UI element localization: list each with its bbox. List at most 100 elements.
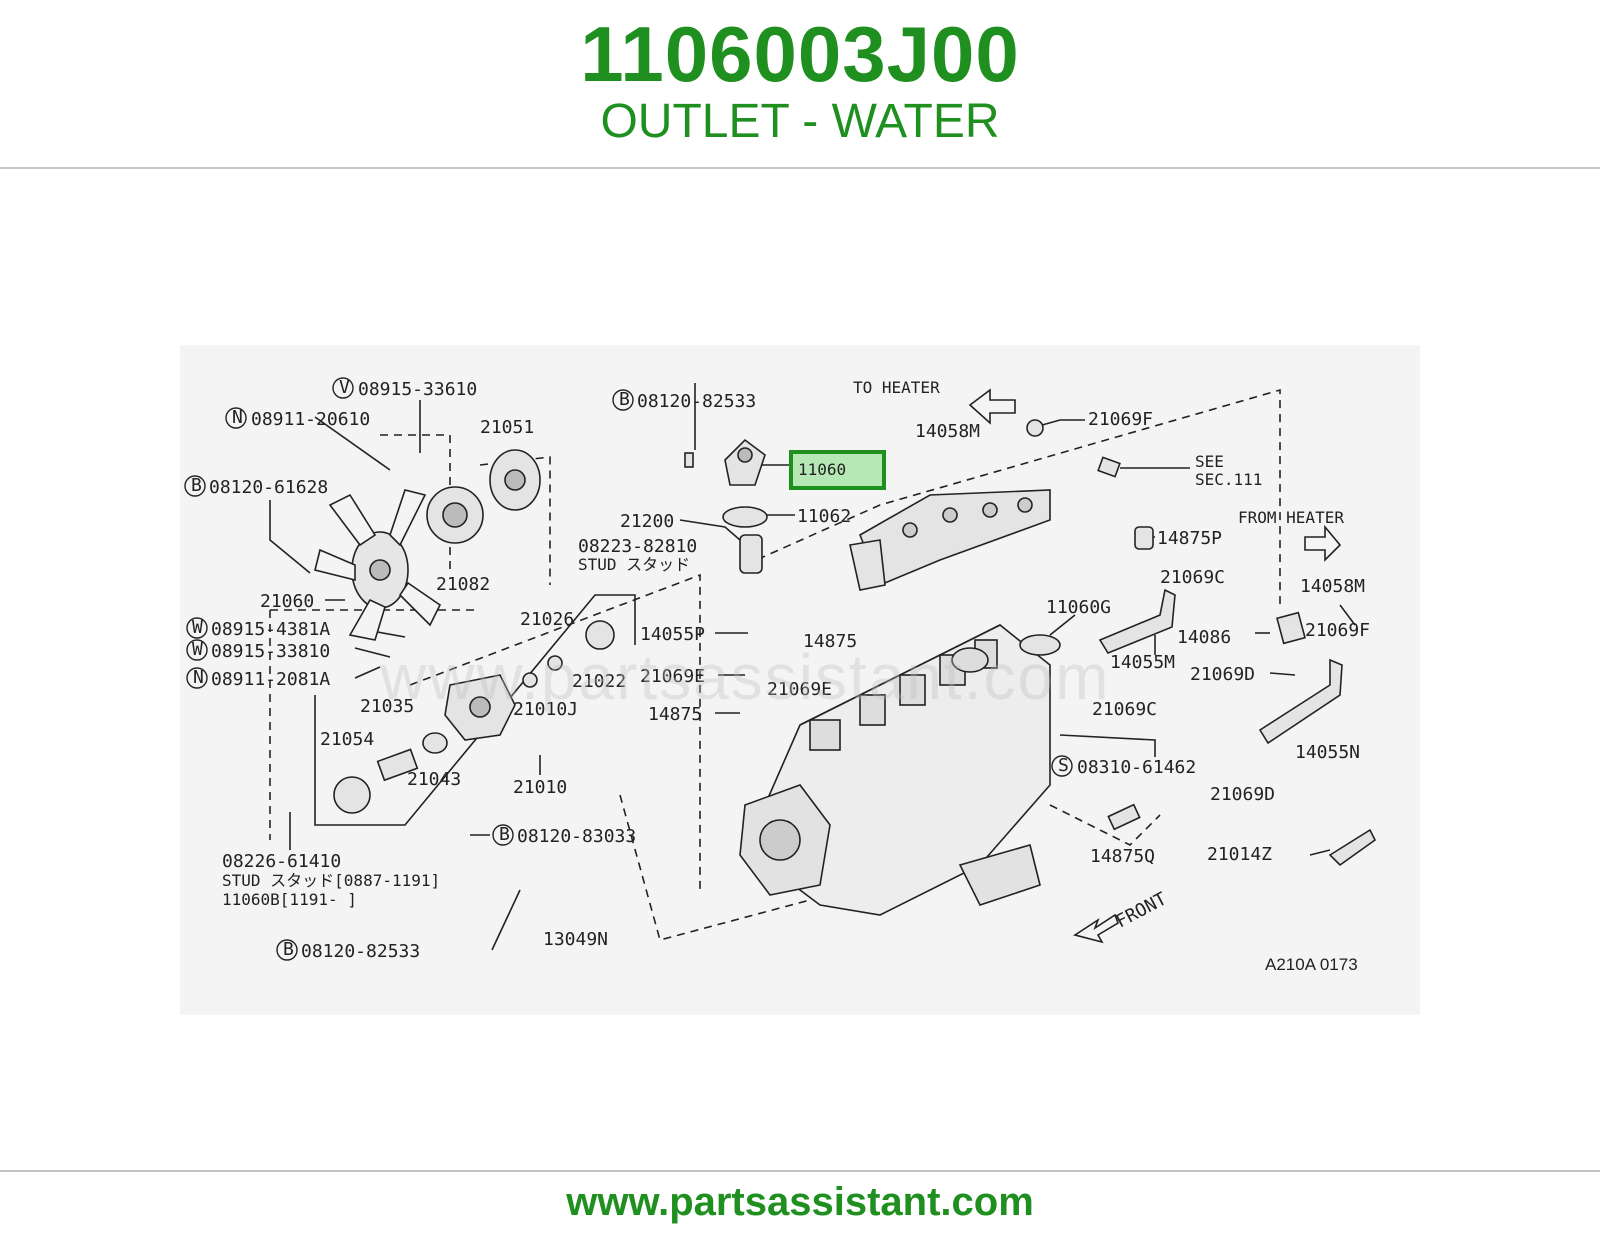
dashed-outline-housing — [619, 794, 811, 941]
label-sec111: SEC.111 — [1195, 470, 1262, 489]
label-21069E-b: 21069E — [767, 679, 832, 700]
label-08223-82810: 08223-82810 — [578, 536, 697, 557]
label-stud-1: STUD スタッド[0887-1191] — [222, 871, 440, 890]
label-13049N: 13049N — [543, 929, 608, 950]
label-08120-83033: 08120-83033 — [517, 826, 636, 847]
label-14875-a: 14875 — [803, 631, 857, 652]
label-21069D-a: 21069D — [1190, 664, 1255, 685]
label-08120-61628: 08120-61628 — [209, 477, 328, 498]
label-21069D-b: 21069D — [1210, 784, 1275, 805]
circle-b-3 — [276, 939, 298, 961]
dashed-outline-fan — [380, 434, 451, 575]
water-outlet — [684, 438, 768, 574]
label-21014Z: 21014Z — [1207, 844, 1272, 865]
leader-08120-82533-bottom — [491, 889, 521, 951]
label-14055N: 14055N — [1295, 742, 1360, 763]
label-08915-33810: 08915-33810 — [211, 641, 330, 662]
label-21082: 21082 — [436, 574, 490, 595]
circle-letter: N — [232, 407, 243, 428]
label-14055P: 14055P — [640, 624, 705, 645]
label-14875P: 14875P — [1157, 528, 1222, 549]
circle-letter: S — [1058, 755, 1069, 776]
label-21069F-b: 21069F — [1305, 620, 1370, 641]
label-21010J: 21010J — [513, 699, 578, 720]
heater-arrows — [968, 388, 1342, 944]
label-14058M-a: 14058M — [915, 421, 980, 442]
dashed-outline-pump — [409, 573, 701, 890]
dashed-outline-manifold — [744, 388, 1281, 605]
label-08310-61462: 08310-61462 — [1077, 757, 1196, 778]
heater-hoses — [1019, 419, 1377, 867]
label-21035: 21035 — [360, 696, 414, 717]
label-11060B: 11060B[1191- ] — [222, 890, 357, 909]
label-see: SEE — [1195, 452, 1224, 471]
circle-letter: B — [499, 824, 510, 845]
leader-21200 — [679, 519, 741, 541]
label-08911-20610: 08911-20610 — [251, 409, 370, 430]
circle-letter: W — [192, 639, 203, 660]
label-21069E-a: 21069E — [640, 666, 705, 687]
footer-divider — [0, 1170, 1600, 1172]
dashed-outline-sensor — [1049, 804, 1161, 846]
watermark: www.partsassistant.com — [380, 641, 1111, 713]
label-08120-82533-bottom: 08120-82533 — [301, 941, 420, 962]
highlight-11060[interactable] — [789, 450, 886, 490]
circle-letter: W — [192, 617, 203, 638]
label-08915-33610: 08915-33610 — [358, 379, 477, 400]
label-11062: 11062 — [797, 506, 851, 527]
circle-w-2 — [186, 639, 208, 661]
label-08226-61410: 08226-61410 — [222, 851, 341, 872]
leader-08915-33810 — [354, 647, 391, 658]
leader-21069D-a — [1269, 672, 1296, 676]
leader-21069F-b — [1339, 604, 1356, 626]
fan-clutch — [426, 449, 541, 544]
circle-letter: B — [619, 389, 630, 410]
leader-14058M — [1034, 419, 1085, 428]
circle-v-1 — [332, 377, 354, 399]
circle-n-2 — [186, 667, 208, 689]
leader-08120-61628 — [269, 500, 311, 574]
parts-diagram: V N B W W N B B B S 08915-33610 08911-20… — [180, 345, 1420, 1015]
header-divider — [0, 167, 1600, 169]
label-08911-2081A: 08911-2081A — [211, 669, 330, 690]
circle-b-2 — [492, 824, 514, 846]
part-number-title: 1106003J00 — [580, 10, 1020, 98]
circle-letter: B — [191, 475, 202, 496]
label-14086: 14086 — [1177, 627, 1231, 648]
leader-11060G — [1049, 614, 1076, 636]
page-header: 1106003J00 OUTLET - WATER — [0, 0, 1600, 168]
circle-b-1 — [184, 475, 206, 497]
circle-letter: B — [283, 939, 294, 960]
label-21051: 21051 — [480, 417, 534, 438]
leader-21014Z — [1309, 849, 1331, 856]
label-from-heater: FROM HEATER — [1238, 508, 1344, 527]
footer-url-link[interactable]: www.partsassistant.com — [566, 1180, 1034, 1224]
label-11060G: 11060G — [1046, 597, 1111, 618]
label-21026: 21026 — [520, 609, 574, 630]
label-21069F-a: 21069F — [1088, 409, 1153, 430]
circle-letter: V — [339, 377, 350, 398]
diagram-ref-code: A210A 0173 — [1265, 955, 1358, 974]
label-14875Q: 14875Q — [1090, 846, 1155, 867]
label-14875-b: 14875 — [648, 704, 702, 725]
fan-assembly — [314, 489, 442, 641]
label-21060: 21060 — [260, 591, 314, 612]
label-14058M-b: 14058M — [1300, 576, 1365, 597]
circle-w-1 — [186, 617, 208, 639]
intake-manifold — [849, 489, 1051, 591]
leader-08911-20610 — [314, 416, 391, 471]
part-name-subtitle: OUTLET - WATER — [600, 95, 1000, 148]
label-21054: 21054 — [320, 729, 374, 750]
dashed-outline-pulley — [479, 456, 551, 585]
leader-08310 — [1059, 734, 1156, 757]
label-08915-4381A: 08915-4381A — [211, 619, 330, 640]
circle-s-1 — [1051, 755, 1073, 777]
label-21069C-a: 21069C — [1160, 567, 1225, 588]
label-14055M: 14055M — [1110, 652, 1175, 673]
label-11060[interactable]: 11060 — [798, 460, 846, 479]
circle-b-4 — [612, 389, 634, 411]
label-front: FRONT — [1112, 888, 1170, 932]
label-21200: 21200 — [620, 511, 674, 532]
leader-08911-2081A — [354, 666, 381, 679]
circle-letter: N — [193, 667, 204, 688]
